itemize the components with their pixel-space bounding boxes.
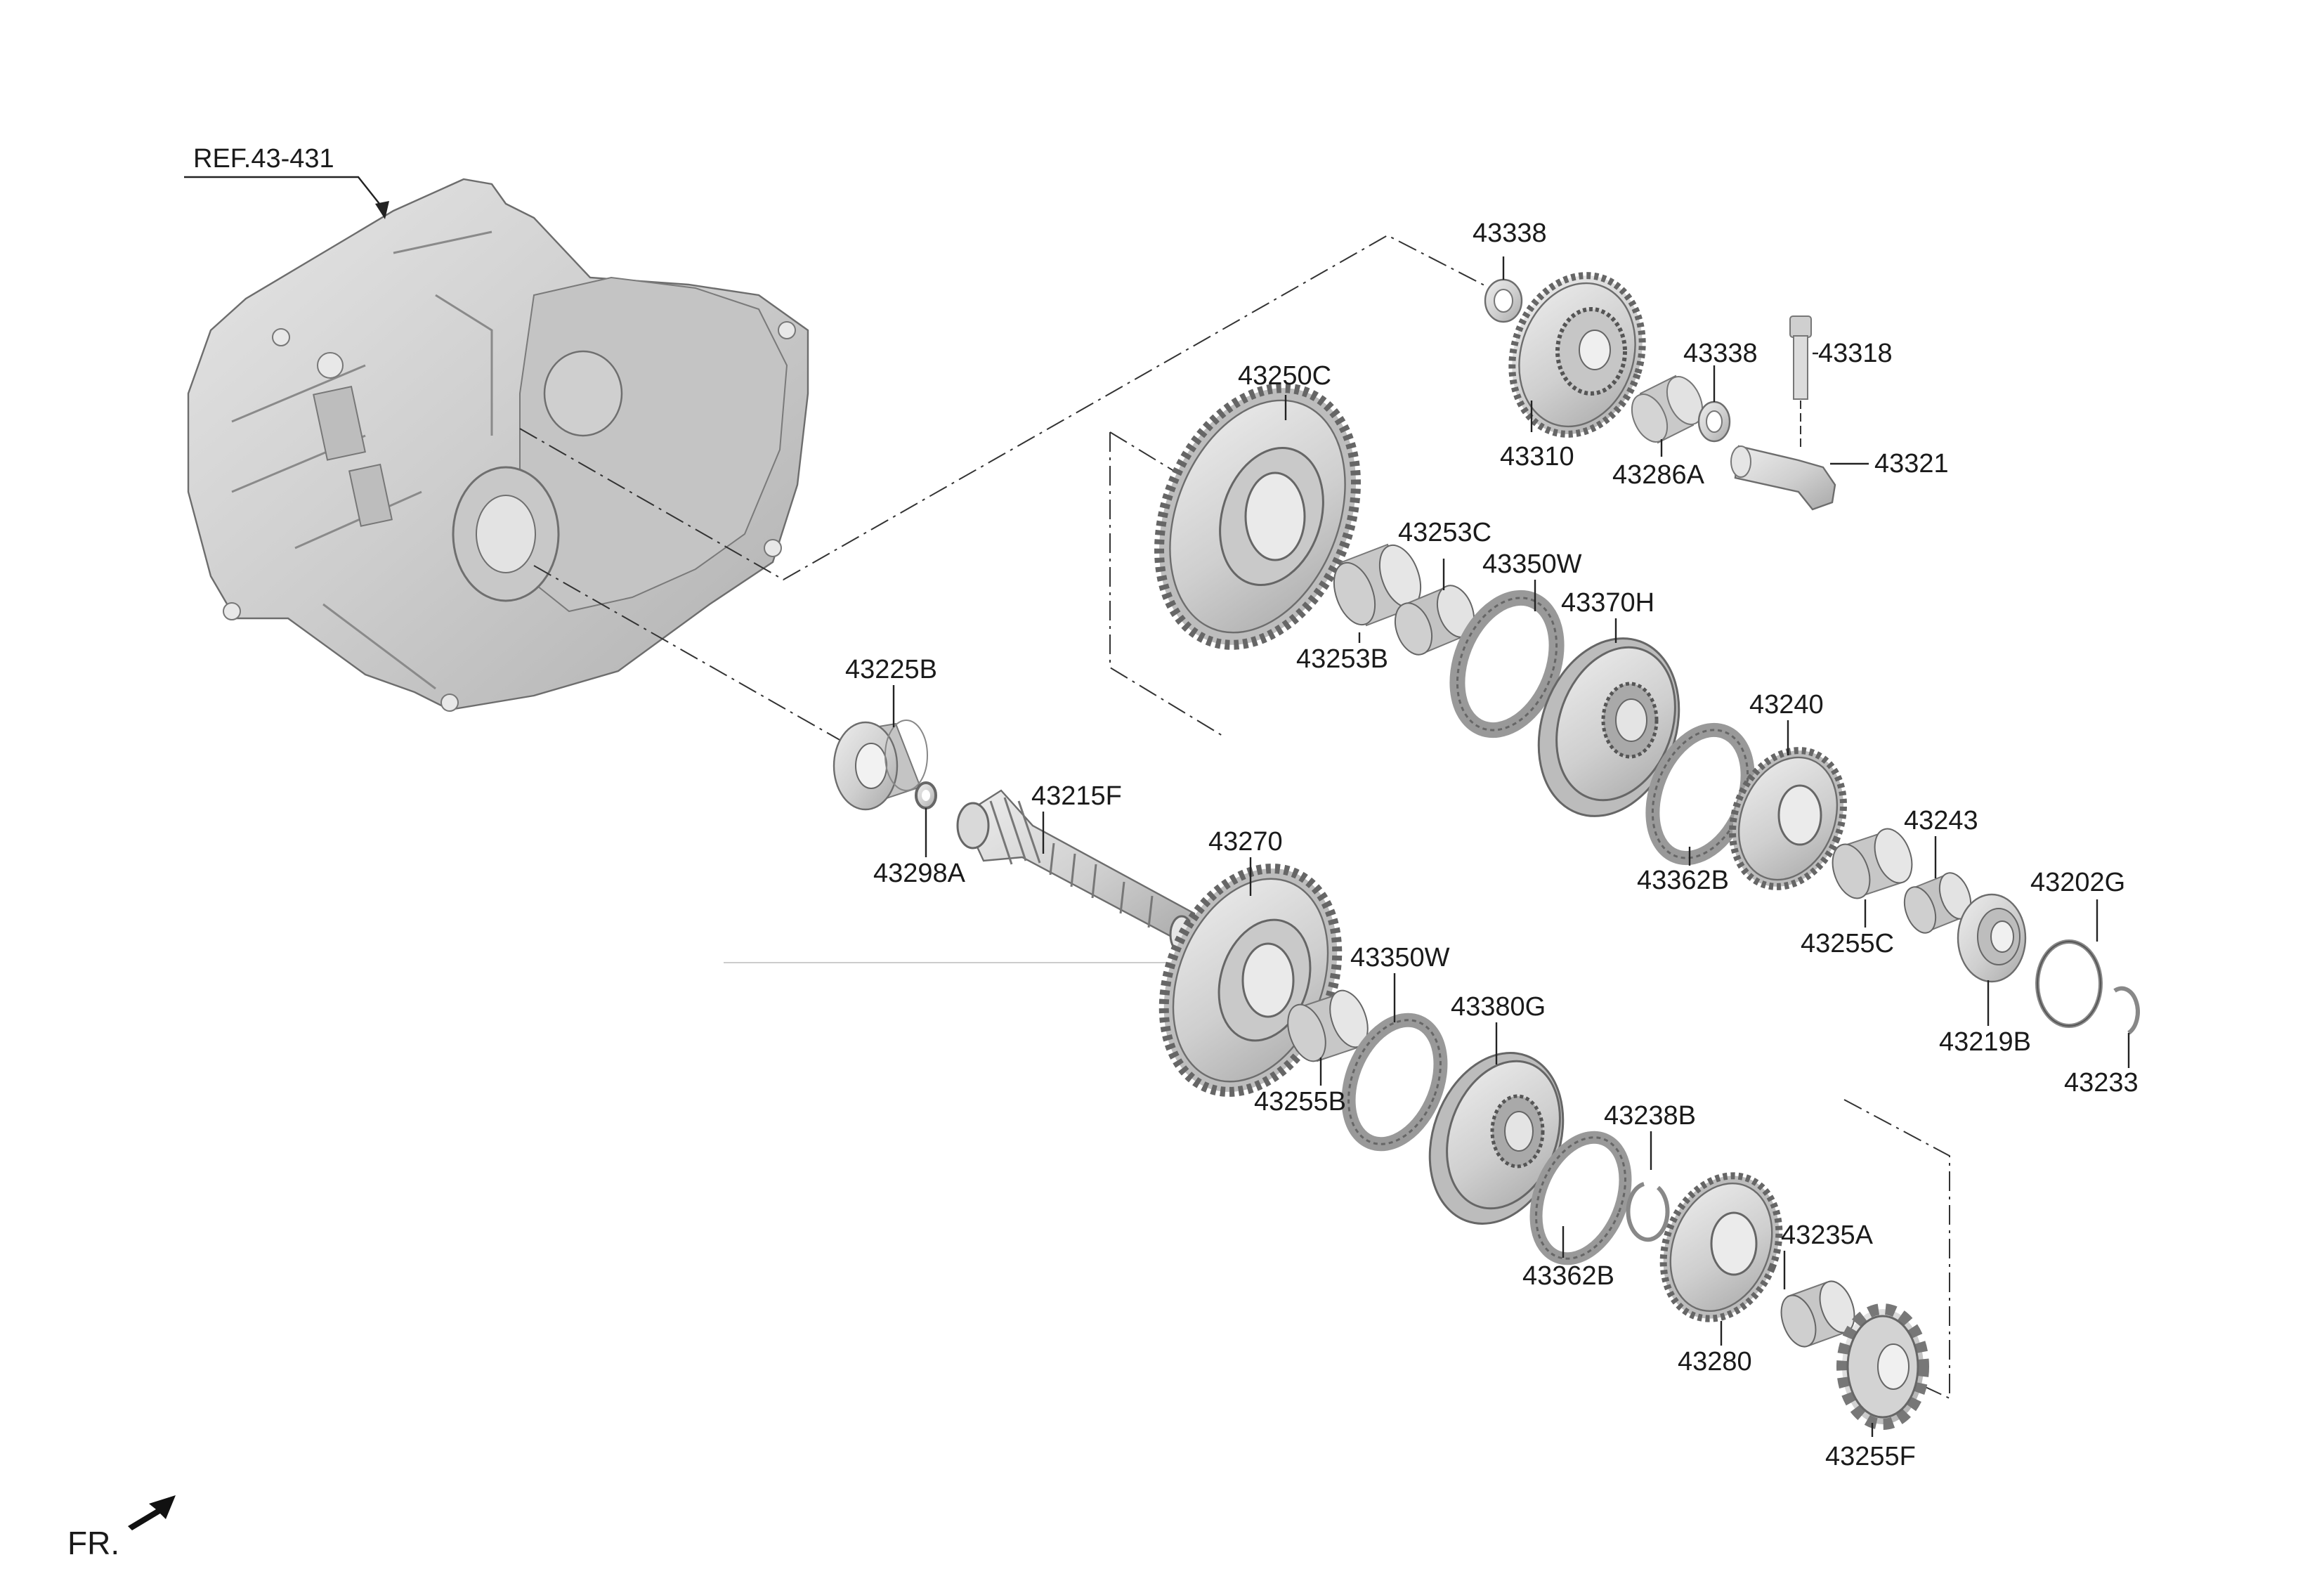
sprocket-43255F-icon — [1836, 1303, 1929, 1430]
label-43235A: 43235A — [1781, 1221, 1874, 1250]
label-43255C: 43255C — [1801, 929, 1894, 958]
label-43255F: 43255F — [1825, 1442, 1916, 1471]
synchronizer-hub-43370H-icon — [1537, 637, 1680, 817]
snap-ring-43238B-icon — [1626, 1182, 1670, 1242]
washer-43338-top-icon — [1484, 278, 1523, 323]
front-direction-arrow-icon — [128, 1495, 176, 1530]
label-43318: 43318 — [1818, 339, 1893, 368]
bearing-43225B-icon — [833, 720, 928, 811]
label-43370H: 43370H — [1561, 588, 1654, 618]
bolt-43318-icon — [1789, 315, 1812, 450]
label-43253B: 43253B — [1296, 644, 1388, 674]
label-43270: 43270 — [1208, 827, 1283, 857]
synchronizer-hub-43380G-icon — [1428, 1052, 1565, 1225]
gear-43280-icon — [1659, 1172, 1783, 1322]
label-43240: 43240 — [1749, 690, 1824, 720]
label-43202G: 43202G — [2030, 868, 2125, 897]
needle-bearing-43253B-icon — [1333, 543, 1422, 627]
gear-43240-icon — [1729, 747, 1847, 890]
label-43280: 43280 — [1678, 1347, 1752, 1377]
label-43362B-top: 43362B — [1637, 866, 1729, 895]
seal-43298A-icon — [915, 781, 937, 809]
synchronizer-ring-43350W-top-icon — [1449, 590, 1565, 738]
gear-43310-icon — [1508, 272, 1646, 438]
label-43338-mid: 43338 — [1683, 339, 1758, 368]
synchronizer-ring-43362B-bottom-icon — [1529, 1131, 1632, 1265]
label-43255B: 43255B — [1254, 1087, 1346, 1117]
needle-bearing-43255B-icon — [1287, 989, 1369, 1062]
label-43362B-bottom: 43362B — [1522, 1261, 1614, 1291]
elbow-pipe-43321-icon — [1730, 445, 1836, 511]
label-43219B: 43219B — [1939, 1027, 2031, 1057]
needle-bearing-43235A-icon — [1780, 1280, 1855, 1348]
washer-43338-mid-icon — [1697, 401, 1731, 443]
label-43250C: 43250C — [1238, 361, 1331, 391]
label-43298A: 43298A — [873, 859, 966, 888]
label-43286A: 43286A — [1612, 460, 1705, 490]
synchronizer-ring-43350W-bottom-icon — [1341, 1013, 1448, 1152]
shaft-43215F-icon — [956, 789, 1196, 954]
label-43310: 43310 — [1500, 442, 1574, 471]
label-43321: 43321 — [1874, 449, 1949, 479]
label-43350W-bottom: 43350W — [1350, 943, 1450, 972]
bushing-43243-icon — [1903, 872, 1972, 934]
label-43233: 43233 — [2064, 1068, 2139, 1098]
needle-bearing-43255C-icon — [1832, 828, 1913, 899]
needle-bearing-43286A-icon — [1631, 375, 1704, 444]
bushing-43253C-icon — [1394, 585, 1475, 656]
part-labels: 43338 43318 43338 43310 43286A 43321 432… — [845, 219, 2139, 1471]
gear-43250C-icon — [1154, 383, 1361, 650]
bearing-43219B-icon — [1957, 893, 2027, 983]
snap-ring-43233-icon — [2113, 986, 2140, 1035]
label-43225B: 43225B — [845, 655, 937, 684]
leader-lines — [892, 256, 2130, 1437]
label-43243: 43243 — [1904, 806, 1978, 835]
label-43253C: 43253C — [1398, 518, 1491, 547]
label-43350W-top: 43350W — [1482, 549, 1582, 579]
arrow-icon — [375, 201, 389, 219]
snap-ring-43202G-icon — [2035, 939, 2103, 1028]
label-43215F: 43215F — [1031, 781, 1122, 811]
label-43380G: 43380G — [1451, 992, 1546, 1022]
direction-label: FR. — [67, 1525, 119, 1561]
label-43238B: 43238B — [1604, 1101, 1696, 1131]
ref-label: REF.43-431 — [193, 144, 334, 174]
label-43338-top: 43338 — [1473, 219, 1547, 248]
transmission-case-icon — [187, 178, 809, 712]
